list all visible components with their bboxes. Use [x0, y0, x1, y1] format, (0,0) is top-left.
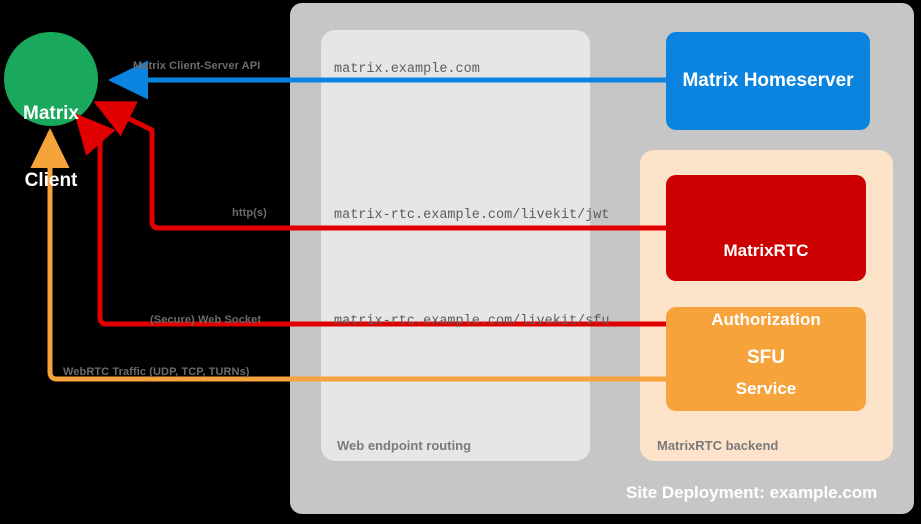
matrix-client-label-line1: Matrix [23, 102, 79, 124]
matrix-homeserver-label: Matrix Homeserver [682, 70, 854, 91]
endpoint-url-livekit-sfu: matrix-rtc.example.com/livekit/sfu [334, 314, 610, 329]
endpoint-url-livekit-jwt: matrix-rtc.example.com/livekit/jwt [334, 208, 610, 223]
sfu-box[interactable] [666, 307, 866, 411]
matrix-client-label-line2: Client [24, 170, 78, 192]
web-endpoint-routing-caption: Web endpoint routing [337, 438, 472, 453]
matrixrtc-authorization-service-label-line3: Service [735, 378, 797, 398]
connection-label-webrtc-traffic: WebRTC Traffic (UDP, TCP, TURNs) [63, 366, 250, 378]
sfu-label: SFU [747, 347, 785, 368]
connection-webrtc-traffic [30, 127, 666, 382]
web-endpoint-routing-group [321, 30, 590, 461]
site-deployment-caption: Site Deployment: example.com [626, 483, 878, 502]
matrixrtc-authorization-service-label: MatrixRTC Authorization Service [666, 194, 866, 446]
endpoint-url-matrix: matrix.example.com [334, 62, 480, 77]
matrixrtc-authorization-service-box[interactable] [666, 175, 866, 281]
matrixrtc-authorization-service-label-line2: Authorization [711, 309, 821, 329]
matrix-homeserver-box[interactable] [666, 32, 870, 130]
matrix-client-label: Matrix Client [5, 58, 97, 237]
matrix-client-node[interactable] [4, 32, 98, 126]
connection-livekit-sfu [74, 113, 666, 327]
connection-label-secure-web-socket: (Secure) Web Socket [150, 314, 262, 326]
matrixrtc-backend-caption: MatrixRTC backend [657, 438, 779, 453]
connection-label-matrix-client-server-api: Matrix Client-Server API [133, 60, 261, 72]
connection-label-http-s: http(s) [232, 207, 267, 219]
matrixrtc-authorization-service-label-line1: MatrixRTC [723, 240, 809, 260]
connection-livekit-jwt [93, 100, 666, 231]
